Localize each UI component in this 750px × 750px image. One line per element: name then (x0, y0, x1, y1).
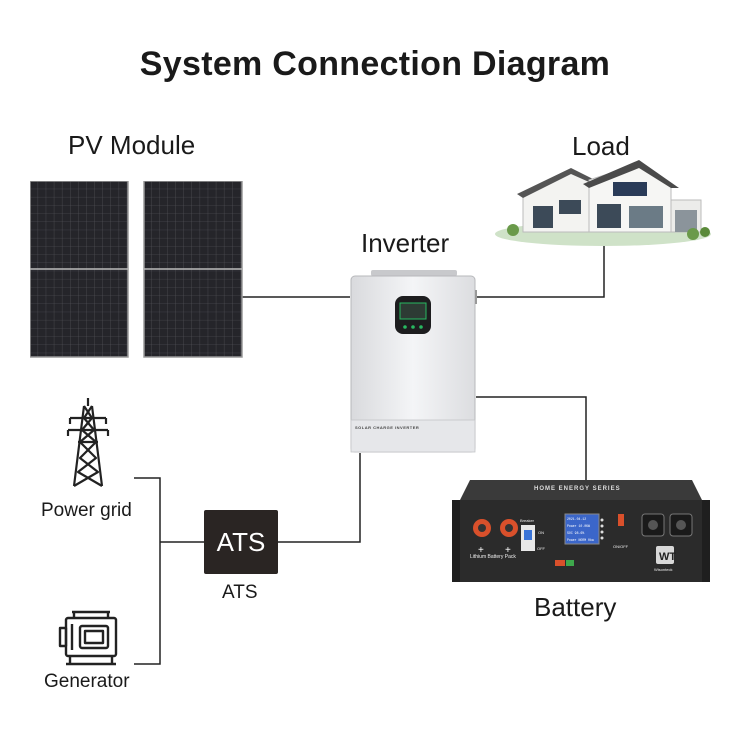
battery-pack-text: Lithium Battery Pack (470, 554, 516, 560)
battery-unit: + + WT HOME ENERGY SERIES Lithium Batter… (452, 480, 710, 582)
power-grid-label: Power grid (41, 500, 132, 521)
lcd-line: Power 10.0KW (567, 524, 590, 528)
solar-panels-icon (30, 181, 243, 358)
lcd-line: SOC 98.6% (567, 531, 585, 535)
solar-panel-left (30, 181, 129, 358)
lcd-line: Power NORM 0kw (567, 538, 594, 542)
inverter-unit: SOLAR CHARGE INVERTER (349, 270, 477, 454)
pv-module-label: PV Module (68, 130, 196, 160)
inverter-label: Inverter (361, 228, 450, 258)
power-tower-icon (66, 398, 110, 487)
onoff-text: ON/OFF (613, 544, 629, 549)
generator-label: Generator (44, 671, 130, 692)
breaker-text: Breaker (520, 518, 535, 523)
svg-text:WT: WT (659, 551, 676, 563)
lcd-line: 2021.04.12 (567, 517, 587, 521)
page-title: System Connection Diagram (139, 45, 611, 83)
svg-text:+: + (505, 545, 511, 556)
battery-lcd: 2021.04.12 Power 10.0KW SOC 98.6% Power … (567, 516, 599, 544)
ats-box: ATS (204, 510, 278, 574)
brand-text: Wisonteck (654, 567, 673, 572)
solar-panel-right (143, 181, 243, 358)
inverter-ats-line (278, 453, 361, 543)
load-label: Load (572, 131, 630, 161)
breaker-on-text: ON (538, 530, 544, 535)
inverter-front-text: SOLAR CHARGE INVERTER (355, 425, 420, 430)
inverter-load-line (476, 246, 605, 298)
battery-series-text: HOME ENERGY SERIES (534, 486, 621, 492)
ats-caption: ATS (222, 582, 258, 603)
inverter-battery-line (476, 396, 587, 488)
generator-icon (58, 610, 118, 666)
svg-text:+: + (478, 545, 484, 556)
house-icon (495, 160, 711, 246)
breaker-off-text: OFF (537, 546, 545, 551)
grid-generator-bracket (134, 477, 161, 665)
battery-label: Battery (534, 592, 617, 622)
